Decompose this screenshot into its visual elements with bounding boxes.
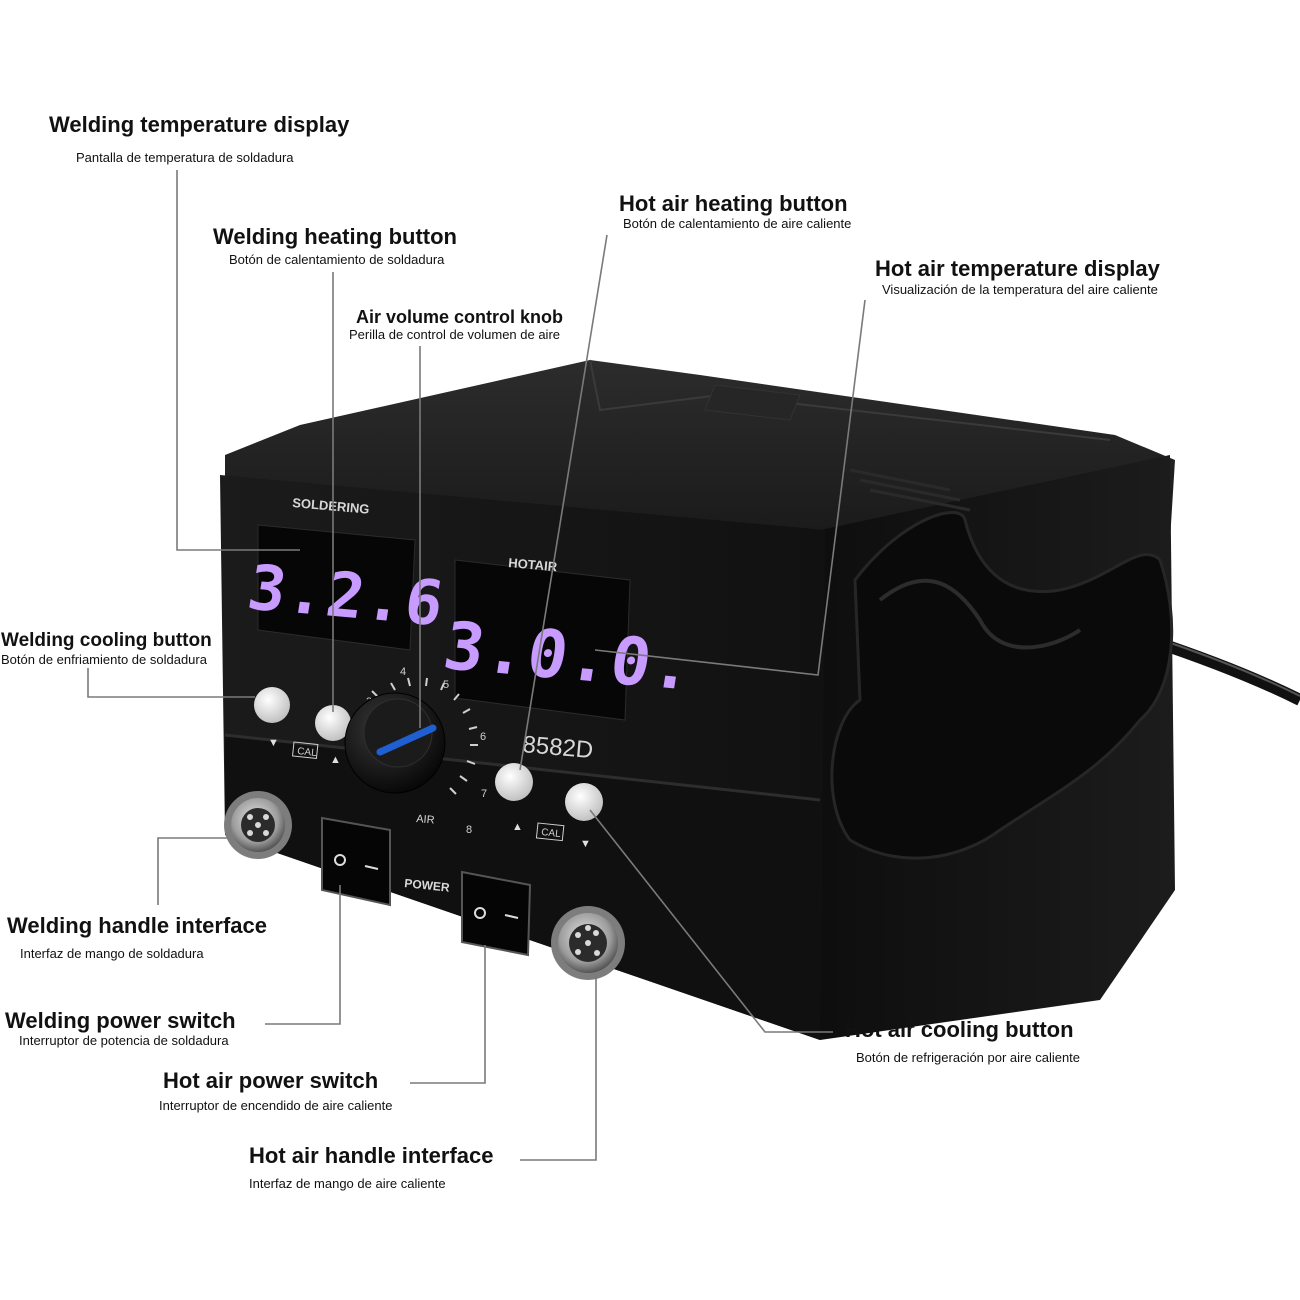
welding-cal-box — [291, 741, 319, 759]
air-volume-knob-subtitle: Perilla de control de volumen de aire — [349, 327, 561, 342]
hot-air-cooling-button-title: Hot air cooling button — [845, 1017, 1074, 1042]
air-label: AIR — [416, 813, 435, 827]
hot-air-cooling-button-subtitle: Botón de refrigeración por aire caliente — [856, 1050, 1081, 1065]
model-number: 8582D — [521, 731, 594, 764]
hot-air-heating-button-title: Hot air heating button — [619, 191, 848, 216]
hotair-heating-arrow: ▲ — [512, 821, 523, 833]
air-dial-ticks — [371, 677, 478, 795]
hot-air-handle-interface-title: Hot air handle interface — [249, 1143, 494, 1168]
dial-number-6: 6 — [480, 731, 486, 743]
hotair-power-switch — [461, 870, 532, 957]
leader-welding-temp-display — [176, 170, 300, 551]
dial-number-4: 4 — [400, 666, 406, 678]
welding-heating-button-title: Welding heating button — [213, 224, 457, 249]
hot-air-heating-button-subtitle: Botón de calentamiento de aire caliente — [623, 216, 852, 231]
hot-air-temp-display-subtitle: Visualización de la temperatura del aire… — [882, 282, 1158, 297]
soldering-display-window — [257, 524, 416, 651]
welding-heating-button — [315, 705, 351, 741]
welding-power-switch-title: Welding power switch — [5, 1008, 236, 1033]
welding-power-switch — [321, 816, 391, 907]
hot-air-power-switch-subtitle: Interruptor de encendido de aire calient… — [159, 1098, 393, 1113]
welding-cooling-button-subtitle: Botón de enfriamiento de soldadura — [1, 652, 207, 667]
welding-cooling-button-title: Welding cooling button — [1, 630, 212, 651]
air-volume-knob-title: Air volume control knob — [356, 307, 564, 327]
soldering-panel-label: SOLDERING — [292, 495, 370, 517]
side-vent — [849, 468, 971, 512]
dial-number-8: 8 — [466, 824, 472, 836]
hotair-panel-label: HOTAIR — [508, 555, 559, 574]
hotair-cooling-button — [565, 783, 603, 821]
leader-hot-air-handle-interface — [520, 975, 597, 1161]
housing-top-ridge — [589, 359, 1111, 441]
dial-number-7: 7 — [481, 788, 487, 800]
leader-hot-air-power-switch — [410, 945, 486, 1084]
leader-hot-air-heating-button — [519, 234, 608, 771]
leader-welding-handle-interface — [157, 837, 228, 905]
power-label: POWER — [404, 876, 451, 895]
welding-temp-display-title: Welding temperature display — [49, 112, 350, 137]
leader-lines — [87, 170, 866, 1161]
welding-power-switch-subtitle: Interruptor de potencia de soldadura — [19, 1033, 229, 1048]
welding-handle-interface-title: Welding handle interface — [7, 913, 267, 938]
leader-hot-air-temp-display — [594, 299, 866, 676]
hotair-heating-button — [495, 763, 533, 801]
air-volume-knob-pointer — [376, 724, 437, 756]
leader-welding-power-switch — [265, 885, 341, 1025]
leader-welding-cooling-button — [87, 668, 255, 698]
hotair-cal-box — [535, 822, 565, 842]
holster-highlight — [878, 578, 1082, 650]
welding-handle-interface-subtitle: Interfaz de mango de soldadura — [20, 946, 204, 961]
soldering-temperature-readout: 3.2.6 — [243, 551, 450, 640]
hot-air-handle-holster — [830, 511, 1174, 860]
dial-number-5: 5 — [443, 679, 449, 691]
hot-air-handle-interface-subtitle: Interfaz de mango de aire caliente — [249, 1176, 446, 1191]
welding-cooling-arrow: ▼ — [268, 737, 279, 749]
welding-cooling-button — [254, 687, 290, 723]
welding-heating-arrow: ▲ — [330, 754, 341, 766]
welding-cal-label: CAL — [297, 746, 318, 759]
welding-heating-button-subtitle: Botón de calentamiento de soldadura — [229, 252, 445, 267]
leader-hot-air-cooling-button — [589, 809, 833, 1033]
hotair-handle-connector — [551, 906, 625, 980]
housing-top-panel — [704, 384, 801, 421]
hotair-cooling-arrow: ▼ — [580, 838, 591, 850]
hotair-display-window — [454, 559, 631, 721]
welding-temp-display-subtitle: Pantalla de temperatura de soldadura — [76, 150, 294, 165]
hot-air-power-switch-title: Hot air power switch — [163, 1068, 379, 1093]
welding-handle-connector — [224, 791, 292, 859]
hot-air-temp-display-title: Hot air temperature display — [875, 256, 1160, 281]
hotair-cal-label: CAL — [541, 827, 562, 840]
